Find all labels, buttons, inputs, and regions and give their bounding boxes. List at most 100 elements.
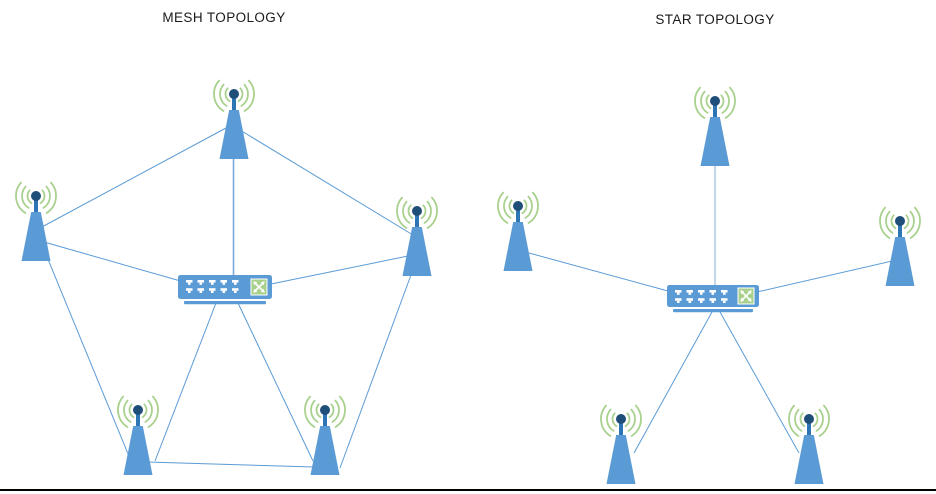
signal-arc: [426, 196, 438, 229]
antenna-mast: [323, 413, 327, 426]
antenna-ball: [31, 191, 41, 201]
star-hub-switch[interactable]: [667, 285, 759, 313]
crossed-arrows-icon: [737, 287, 755, 305]
star-node-top[interactable]: [693, 86, 737, 166]
mesh-edge-top-right[interactable]: [239, 129, 414, 236]
antenna-ball: [320, 405, 330, 415]
signal-arcs-icon: [15, 181, 33, 214]
mesh-node-bottom-right[interactable]: [303, 395, 347, 475]
signal-arc: [521, 199, 528, 215]
signal-arcs-icon: [624, 404, 642, 437]
tower-shape: [606, 435, 636, 484]
signal-arc: [630, 404, 642, 437]
ethernet-ports-icon: [675, 290, 728, 303]
antenna-ball: [229, 89, 239, 99]
signal-arc: [788, 404, 800, 437]
signal-arc: [224, 87, 231, 103]
tower-shape: [794, 435, 824, 484]
antenna-ball: [804, 414, 814, 424]
antenna-mast: [807, 422, 811, 435]
signal-arc: [128, 403, 135, 419]
antenna-ball: [895, 216, 905, 226]
tower-shape: [402, 227, 432, 276]
signal-arc: [503, 195, 512, 219]
signal-arc: [818, 404, 830, 437]
signal-arc: [396, 196, 408, 229]
mesh-edge-top-left[interactable]: [39, 127, 227, 229]
signal-arc: [527, 191, 539, 224]
signal-arc: [237, 87, 244, 103]
signal-arc: [423, 200, 432, 224]
star-edge-switch-bottom-right[interactable]: [719, 311, 800, 454]
tower-shape: [310, 426, 340, 475]
signal-arcs-icon: [213, 79, 231, 112]
signal-arc: [794, 408, 803, 432]
mesh-edge-left-switch[interactable]: [43, 241, 185, 283]
signal-arc: [906, 210, 915, 234]
tower-shape: [885, 237, 915, 286]
antenna-mast: [34, 199, 38, 212]
signal-arc: [219, 83, 228, 107]
signal-arc: [694, 86, 706, 119]
signal-arcs-icon: [903, 206, 921, 239]
signal-arcs-icon: [396, 196, 414, 229]
mesh-hub-switch[interactable]: [178, 275, 272, 305]
mesh-edge-switch-bottom-left[interactable]: [154, 302, 217, 462]
signal-arcs-icon: [304, 395, 322, 428]
star-node-bottom-left[interactable]: [599, 404, 643, 484]
antenna-mast: [898, 224, 902, 237]
signal-arc: [240, 83, 249, 107]
mesh-node-left[interactable]: [14, 181, 58, 261]
signal-arc: [147, 395, 159, 428]
signal-arc: [700, 90, 709, 114]
star-edge-switch-bottom-left[interactable]: [633, 311, 713, 454]
signal-arc: [402, 200, 411, 224]
star-edge-right-switch[interactable]: [756, 260, 893, 293]
signal-arc: [606, 408, 615, 432]
tower-shape: [123, 426, 153, 475]
antenna-mast: [232, 97, 236, 110]
tower-shape: [503, 222, 533, 271]
mesh-edge-left-bottom-left[interactable]: [44, 251, 134, 467]
signal-arc: [611, 412, 618, 428]
signal-arcs-icon: [694, 86, 712, 119]
star-node-bottom-right[interactable]: [787, 404, 831, 484]
mesh-node-top[interactable]: [212, 79, 256, 159]
page-bottom-border: [0, 489, 936, 492]
signal-arc: [600, 404, 612, 437]
antenna-mast: [516, 209, 520, 222]
switch-base: [184, 301, 266, 305]
star-node-right[interactable]: [878, 206, 922, 286]
tower-shape: [700, 117, 730, 166]
star-node-left[interactable]: [496, 191, 540, 271]
signal-arc: [721, 90, 730, 114]
tower-shape: [21, 212, 51, 261]
antenna-ball: [710, 96, 720, 106]
signal-arc: [328, 403, 335, 419]
signal-arc: [718, 94, 725, 110]
signal-arc: [407, 204, 414, 220]
mesh-edge-right-switch[interactable]: [270, 254, 414, 285]
signal-arc: [304, 395, 316, 428]
signal-arcs-icon: [141, 395, 159, 428]
star-edge-left-switch[interactable]: [528, 252, 669, 292]
signal-arc: [334, 395, 346, 428]
signal-arc: [420, 204, 427, 220]
mesh-edge-bottom-left-bottom-right[interactable]: [146, 461, 315, 468]
signal-arc: [123, 399, 132, 423]
antenna-ball: [513, 201, 523, 211]
mesh-edge-switch-bottom-right[interactable]: [237, 302, 314, 462]
signal-arc: [144, 399, 153, 423]
signal-arc: [508, 199, 515, 215]
signal-arc: [815, 408, 824, 432]
signal-arc: [243, 79, 255, 112]
mesh-node-bottom-left[interactable]: [116, 395, 160, 475]
mesh-edge-right-bottom-right[interactable]: [339, 263, 416, 469]
signal-arc: [627, 408, 636, 432]
signal-arc: [21, 185, 30, 209]
mesh-node-right[interactable]: [395, 196, 439, 276]
signal-arcs-icon: [117, 395, 135, 428]
signal-arcs-icon: [600, 404, 618, 437]
